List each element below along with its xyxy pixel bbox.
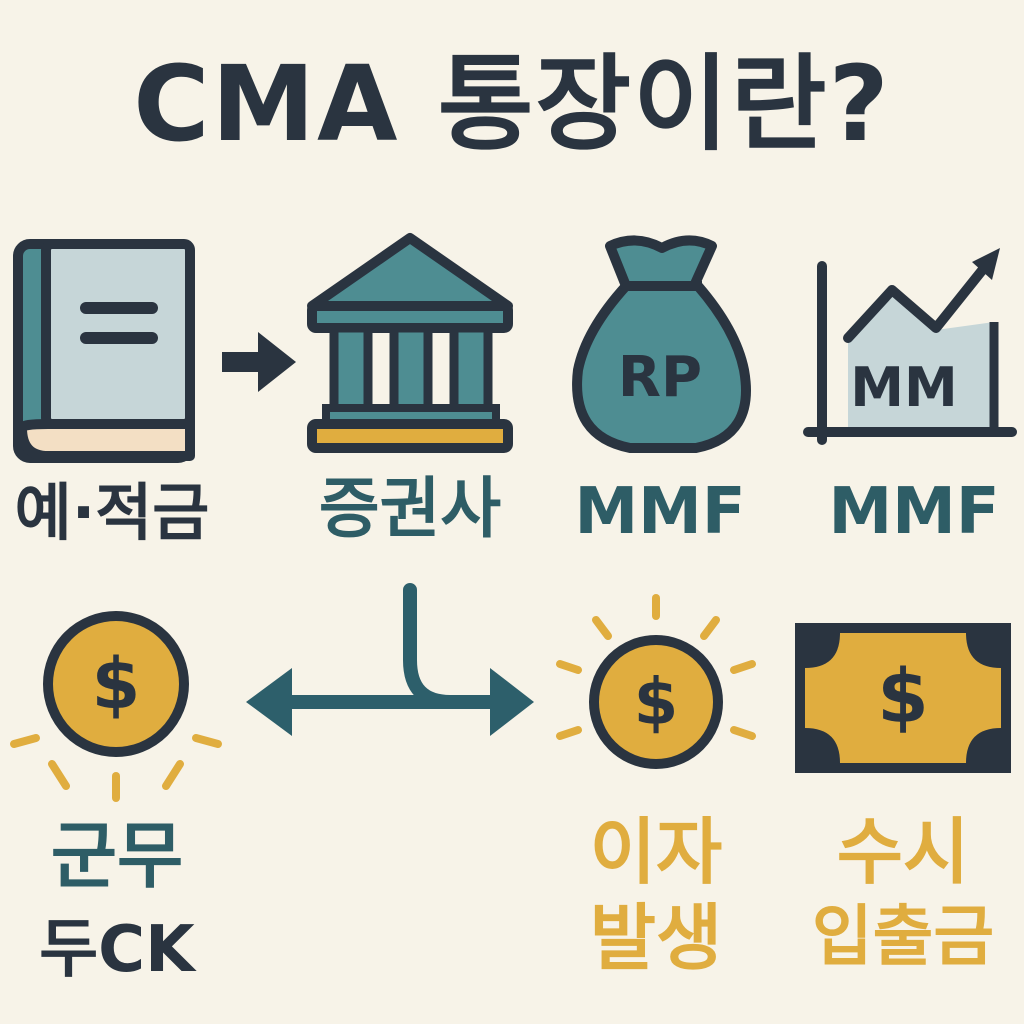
growth-chart-icon: MM [803, 248, 1017, 445]
shining-coin-icon: $ [556, 594, 756, 769]
arrow-right-icon [222, 332, 296, 392]
label-interest-line1: 이자 [589, 810, 723, 894]
dollar-icon: $ [634, 666, 679, 740]
label-savings: 예·적금 [14, 476, 210, 549]
label-left-line1: 군무 [50, 814, 184, 898]
label-access-line1: 수시 [836, 810, 970, 894]
dollar-icon: $ [92, 643, 141, 725]
double-arrow-icon [246, 583, 534, 736]
bank-icon [307, 233, 513, 453]
page-title: CMA 통장이란? [133, 43, 891, 165]
label-access-line2: 입출금 [811, 898, 995, 975]
chart-label-text: MM [850, 356, 957, 419]
dollar-icon: $ [877, 654, 929, 740]
label-left-line2: 두CK [39, 913, 195, 987]
money-bag-icon: RP [572, 235, 751, 453]
label-interest-line2: 발생 [589, 896, 723, 980]
coin-icon: $ [10, 611, 222, 802]
banknote-icon: $ [795, 623, 1011, 773]
bag-label-text: RP [618, 345, 702, 410]
label-securities: 증권사 [318, 470, 502, 547]
label-mmf-bag: MMF [574, 475, 746, 549]
book-icon [13, 239, 195, 463]
label-mmf-chart: MMF [828, 475, 1000, 549]
